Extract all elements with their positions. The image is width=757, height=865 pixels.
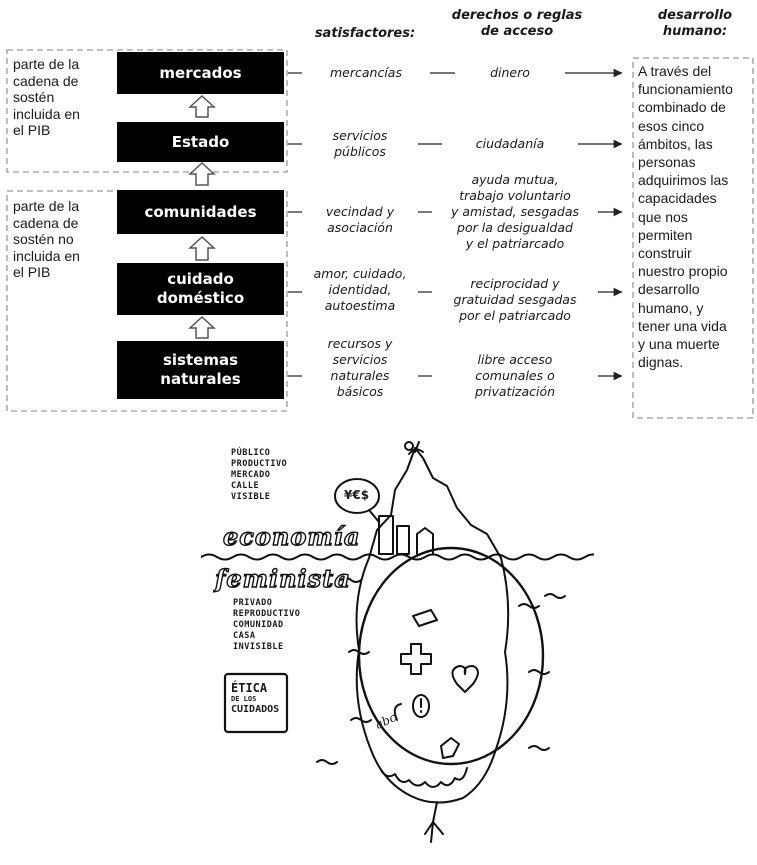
satisfactor-comunidades: vecindad y asociación	[302, 204, 418, 236]
satisfactor-sistemas: recursos y servicios naturales básicos	[302, 336, 418, 400]
box-cuidado-domestico: cuidado doméstico	[117, 263, 284, 315]
human-development-text: A través del funcionamiento combinado de…	[638, 62, 756, 371]
box-comunidades: comunidades	[117, 190, 284, 234]
visible-words: PÚBLICO PRODUCTIVO MERCADO CALLE VISIBLE	[231, 448, 287, 503]
iceberg-roots	[425, 802, 443, 842]
word-feminista: feminista	[215, 564, 351, 593]
heart-icon	[452, 666, 478, 692]
iceberg-body	[357, 558, 509, 803]
satisfactor-cuidado: amor, cuidado, identidad, autoestima	[302, 266, 418, 314]
word-economia: economía	[223, 522, 360, 551]
access-mercados: dinero	[455, 65, 565, 81]
access-sistemas: libre acceso comunales o privatización	[432, 352, 598, 400]
cross-icon	[401, 644, 431, 674]
access-cuidado: reciprocidad y gratuidad sesgadas por el…	[432, 276, 598, 324]
left-group-pib: parte de la cadena de sostén incluida en…	[13, 56, 113, 139]
left-group-non-pib: parte de la cadena de sostén no incluida…	[13, 198, 113, 281]
access-comunidades: ayuda mutua, trabajo voluntario y amista…	[432, 172, 598, 252]
satisfactor-estado: servicios públicos	[302, 128, 418, 160]
box-estado: Estado	[117, 122, 284, 162]
iceberg-circle	[359, 548, 543, 764]
box-mercados: mercados	[117, 52, 284, 94]
ethics-label: ÉTICA DE LOS CUIDADOS	[231, 682, 279, 716]
invisible-words: PRIVADO REPRODUCTIVO COMUNIDAD CASA INVI…	[233, 598, 300, 653]
iceberg-illustration: PÚBLICO PRODUCTIVO MERCADO CALLE VISIBLE…	[201, 430, 594, 862]
iceberg-tip	[369, 448, 501, 558]
puzzle-icon	[441, 738, 459, 758]
access-estado: ciudadanía	[442, 136, 578, 152]
satisfactor-mercados: mercancías	[302, 65, 430, 81]
shoe-icon	[413, 610, 437, 626]
sea-surface	[201, 555, 594, 560]
money-bubble-text: ¥€$	[344, 488, 369, 502]
box-sistemas-naturales: sistemas naturales	[117, 341, 284, 399]
